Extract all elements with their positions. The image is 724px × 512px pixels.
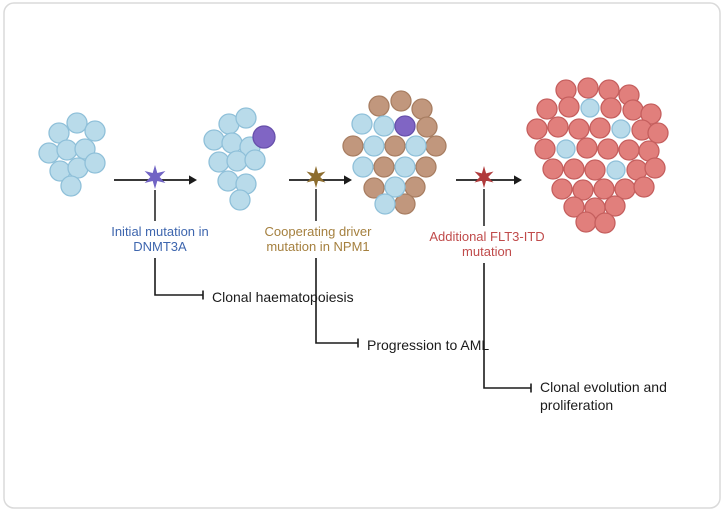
flt3-itd-clone-cluster-cell bbox=[611, 119, 631, 139]
dnmt3a-clone-cluster-cell bbox=[235, 107, 257, 129]
flt3-itd-clone-cluster-cell bbox=[526, 118, 548, 140]
dnmt3a-clone-cluster-cell bbox=[217, 170, 239, 192]
mutation-star-icon bbox=[144, 165, 166, 189]
label-clonal-evolution-proliferation: Clonal evolution and proliferation bbox=[540, 378, 667, 414]
dnmt3a-clone-cluster-cell bbox=[244, 149, 266, 171]
npm1-clone-cluster-cell bbox=[373, 115, 395, 137]
npm1-clone-cluster-cell bbox=[368, 95, 390, 117]
flt3-itd-clone-cluster-cell bbox=[584, 159, 606, 181]
npm1-clone-cluster-cell bbox=[363, 135, 385, 157]
mutation-star-icon bbox=[306, 166, 326, 188]
label-line: Cooperating driver bbox=[264, 224, 372, 239]
flt3-itd-clone-cluster-cell bbox=[647, 122, 669, 144]
flt3-itd-clone-cluster-cell bbox=[551, 178, 573, 200]
flt3-itd-clone-cluster-cell bbox=[563, 158, 585, 180]
npm1-clone-cluster-cell bbox=[374, 193, 396, 215]
npm1-clone-cluster-cell bbox=[342, 135, 364, 157]
dnmt3a-clone-cluster-cell bbox=[226, 150, 248, 172]
npm1-clone-cluster-cell bbox=[394, 156, 416, 178]
label-line: Progression to AML bbox=[367, 337, 490, 353]
label-line: Clonal evolution and bbox=[540, 379, 667, 395]
label-cooperating-driver-npm1: Cooperating driver mutation in NPM1 bbox=[265, 224, 372, 254]
dnmt3a-clone-cluster-cell bbox=[208, 151, 230, 173]
label-line: mutation bbox=[462, 244, 512, 259]
arrow-head bbox=[189, 175, 197, 185]
flt3-itd-clone-cluster-cell bbox=[622, 99, 644, 121]
flt3-itd-clone-cluster-cell bbox=[580, 98, 600, 118]
npm1-clone-cluster-cell bbox=[351, 113, 373, 135]
npm1-clone-cluster-cell bbox=[384, 135, 406, 157]
normal-cell-cluster-cell bbox=[56, 139, 78, 161]
dnmt3a-clone-cluster-cell bbox=[252, 125, 276, 149]
connector-line bbox=[483, 263, 531, 389]
flt3-itd-clone-cluster-cell bbox=[568, 118, 590, 140]
npm1-clone-cluster-cell bbox=[384, 176, 406, 198]
npm1-clone-cluster-cell bbox=[363, 177, 385, 199]
flt3-itd-clone-cluster-cell bbox=[644, 157, 666, 179]
npm1-clone-cluster-cell bbox=[425, 135, 447, 157]
flt3-itd-clone-cluster-cell bbox=[558, 96, 580, 118]
flt3-itd-clone-cluster-cell bbox=[576, 137, 598, 159]
dnmt3a-clone-cluster-cell bbox=[203, 129, 225, 151]
flt3-itd-clone-cluster-cell bbox=[604, 195, 626, 217]
normal-cell-cluster-cell bbox=[38, 142, 60, 164]
label-progression-to-aml: Progression to AML bbox=[367, 336, 489, 354]
label-line: Additional FLT3-ITD bbox=[429, 229, 545, 244]
flt3-itd-clone-cluster-cell bbox=[536, 98, 558, 120]
normal-cell-cluster-cell bbox=[84, 120, 106, 142]
npm1-clone-cluster-cell bbox=[411, 98, 433, 120]
dnmt3a-clone-cluster-cell bbox=[221, 132, 243, 154]
flt3-itd-clone-cluster-cell bbox=[542, 158, 564, 180]
flt3-itd-clone-cluster-cell bbox=[577, 77, 599, 99]
flt3-itd-clone-cluster-cell bbox=[633, 176, 655, 198]
figure-border bbox=[3, 2, 721, 509]
connector-line bbox=[315, 258, 358, 344]
label-line: proliferation bbox=[540, 397, 614, 413]
npm1-clone-cluster-cell bbox=[373, 156, 395, 178]
npm1-clone-cluster-cell bbox=[415, 156, 437, 178]
dnmt3a-clone-cluster-cell bbox=[229, 189, 251, 211]
normal-cell-cluster-cell bbox=[60, 175, 82, 197]
label-initial-mutation-dnmt3a: Initial mutation in DNMT3A bbox=[111, 224, 209, 254]
label-clonal-haematopoiesis: Clonal haematopoiesis bbox=[212, 288, 354, 306]
npm1-clone-cluster-cell bbox=[352, 156, 374, 178]
flt3-itd-clone-cluster-cell bbox=[640, 103, 662, 125]
flt3-itd-clone-cluster-cell bbox=[556, 139, 576, 159]
flt3-itd-clone-cluster-cell bbox=[547, 116, 569, 138]
npm1-clone-cluster-cell bbox=[390, 90, 412, 112]
connector-line bbox=[154, 258, 203, 296]
flt3-itd-clone-cluster-cell bbox=[593, 178, 615, 200]
npm1-clone-cluster-cell bbox=[394, 115, 416, 137]
npm1-clone-cluster-cell bbox=[416, 116, 438, 138]
flt3-itd-clone-cluster-cell bbox=[589, 117, 611, 139]
flt3-itd-clone-cluster-cell bbox=[575, 211, 597, 233]
normal-cell-cluster-cell bbox=[84, 152, 106, 174]
label-line: Initial mutation in bbox=[111, 224, 209, 239]
flt3-itd-clone-cluster-cell bbox=[597, 138, 619, 160]
npm1-clone-cluster-cell bbox=[405, 135, 427, 157]
label-line: mutation in NPM1 bbox=[266, 239, 370, 254]
flt3-itd-clone-cluster-cell bbox=[606, 160, 626, 180]
normal-cell-cluster-cell bbox=[66, 112, 88, 134]
arrow-head bbox=[344, 175, 352, 185]
flt3-itd-clone-cluster-cell bbox=[572, 179, 594, 201]
flt3-itd-clone-cluster-cell bbox=[600, 97, 622, 119]
label-additional-flt3-itd: Additional FLT3-ITD mutation bbox=[429, 229, 544, 259]
flt3-itd-clone-cluster-cell bbox=[534, 138, 556, 160]
label-line: DNMT3A bbox=[133, 239, 187, 254]
label-line: Clonal haematopoiesis bbox=[212, 289, 354, 305]
flt3-itd-clone-cluster-cell bbox=[618, 139, 640, 161]
flt3-itd-clone-cluster-cell bbox=[563, 196, 585, 218]
flt3-itd-clone-cluster-cell bbox=[598, 79, 620, 101]
flt3-itd-clone-cluster-cell bbox=[594, 212, 616, 234]
arrow-head bbox=[514, 175, 522, 185]
mutation-star-icon bbox=[474, 166, 494, 188]
